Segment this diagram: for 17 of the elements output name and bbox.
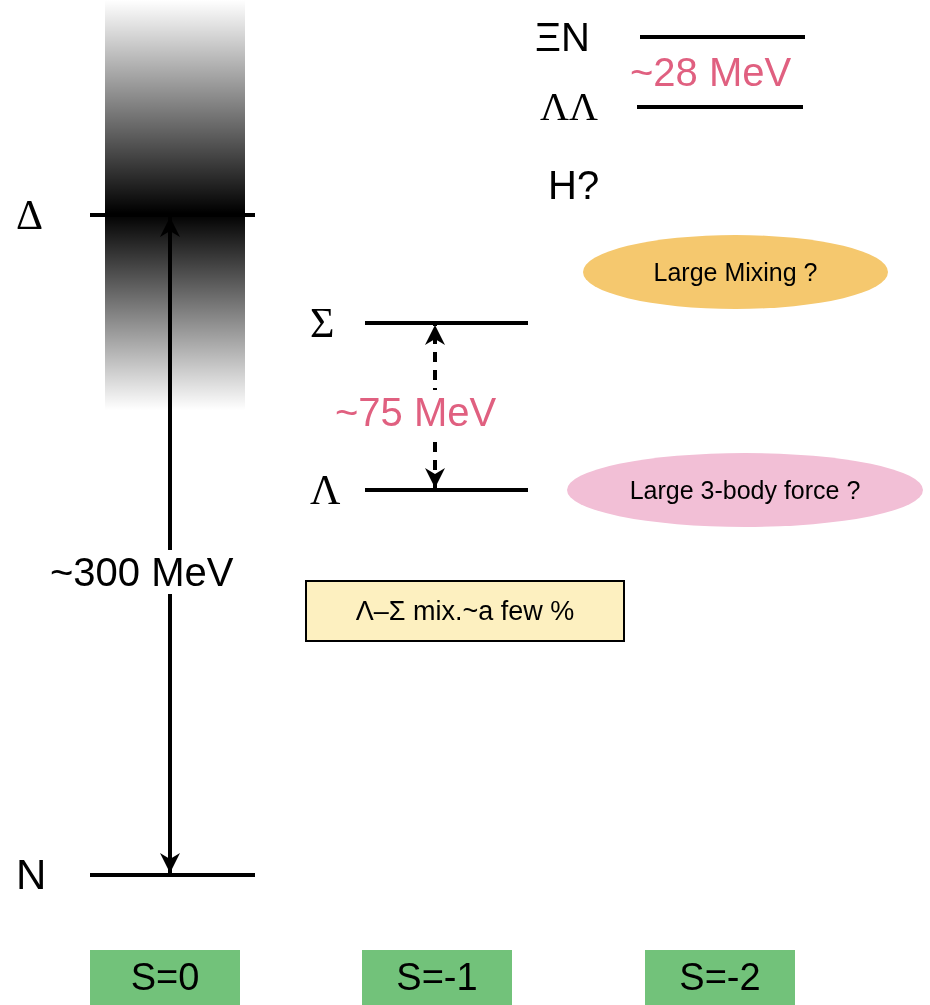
state-label: H? xyxy=(548,165,600,205)
edge-label: ~300 MeV xyxy=(50,550,234,594)
strangeness-label: S=-1 xyxy=(362,950,512,1005)
strangeness-label: S=-2 xyxy=(645,950,795,1005)
level-label: Λ xyxy=(310,469,341,511)
note-ellipse: Large 3-body force ? xyxy=(567,453,923,527)
note-box: Λ–Σ mix.~a few % xyxy=(305,580,625,642)
level-label: Δ xyxy=(16,194,43,236)
level-label: Σ xyxy=(310,302,335,344)
strangeness-label: S=0 xyxy=(90,950,240,1005)
level-label: N xyxy=(16,854,47,896)
energy-gap-label: ~28 MeV xyxy=(630,52,792,92)
edge-label: ~75 MeV xyxy=(335,390,497,434)
note-ellipse: Large Mixing ? xyxy=(583,235,888,309)
level-label: ΞN xyxy=(535,17,590,57)
level-label: ΛΛ xyxy=(540,87,598,127)
double-arrow xyxy=(160,217,180,873)
